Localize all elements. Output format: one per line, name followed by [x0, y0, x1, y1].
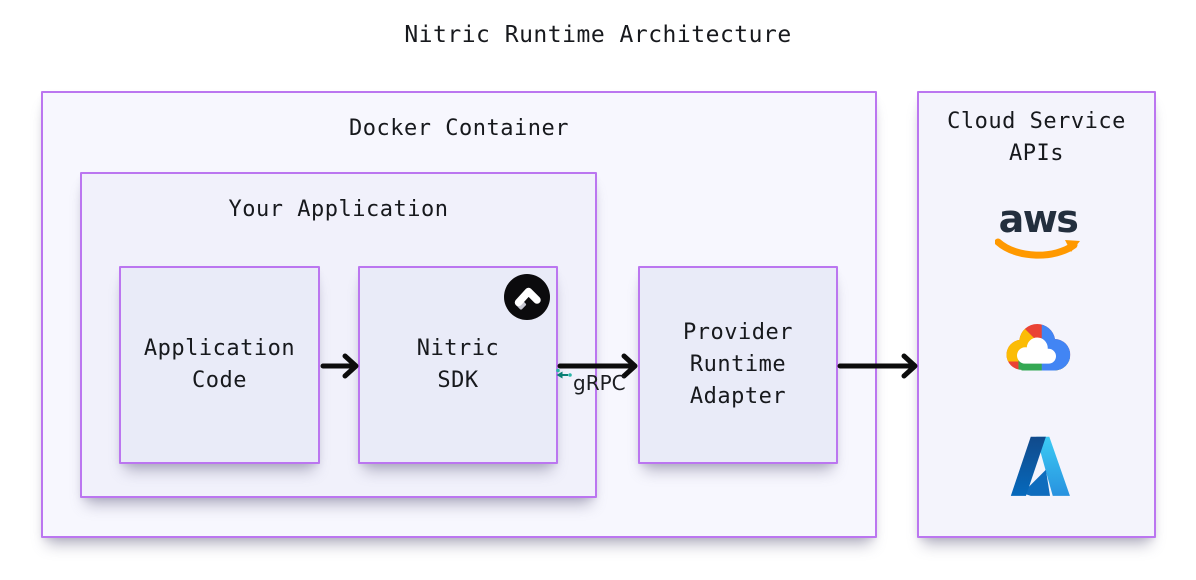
node-application-code: Application Code — [119, 266, 320, 464]
aws-logo: aws — [994, 200, 1082, 264]
application-code-label: Application Code — [143, 336, 296, 393]
aws-wordmark: aws — [998, 197, 1079, 241]
azure-logo — [1006, 433, 1072, 501]
nitric-logo-icon — [503, 273, 551, 321]
google-cloud-logo — [1002, 316, 1074, 380]
docker-container-label: Docker Container — [349, 116, 569, 141]
aws-smile-icon — [995, 238, 1080, 259]
node-provider-runtime-adapter: Provider Runtime Adapter — [638, 266, 838, 464]
your-application-label: Your Application — [228, 197, 449, 222]
diagram-title: Nitric Runtime Architecture — [404, 22, 792, 48]
cloud-service-apis-label: Cloud Service APIs — [947, 109, 1126, 166]
nitric-sdk-label: Nitric SDK — [416, 336, 500, 393]
grpc-label-text: gRPC — [573, 371, 626, 395]
provider-runtime-adapter-label: Provider Runtime Adapter — [683, 320, 793, 409]
grpc-arrow-icon — [556, 368, 572, 379]
grpc-edge-label: gRPC — [555, 368, 626, 393]
